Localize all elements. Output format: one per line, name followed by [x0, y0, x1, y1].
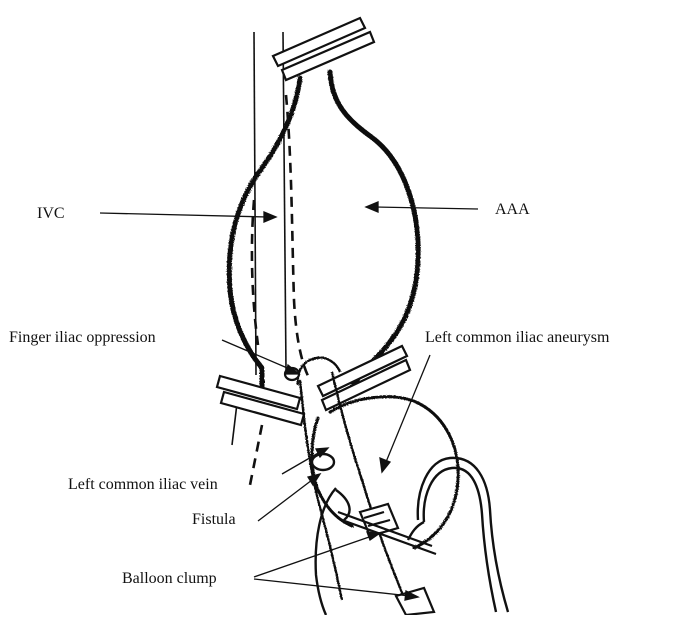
label-fistula: Fistula — [192, 511, 236, 529]
balloon-clumps — [338, 504, 436, 615]
label-left-common-iliac-vein: Left common iliac vein — [68, 476, 218, 494]
label-balloon-clump: Balloon clump — [122, 570, 217, 588]
label-left-common-iliac-aneurysm: Left common iliac aneurysm — [425, 329, 609, 347]
top-clamp — [273, 18, 374, 80]
label-ivc: IVC — [37, 205, 65, 223]
ivc-dashed-path — [250, 95, 310, 485]
fistula — [312, 454, 334, 470]
label-aaa: AAA — [495, 201, 530, 219]
label-finger-iliac-oppression: Finger iliac oppression — [9, 329, 156, 347]
